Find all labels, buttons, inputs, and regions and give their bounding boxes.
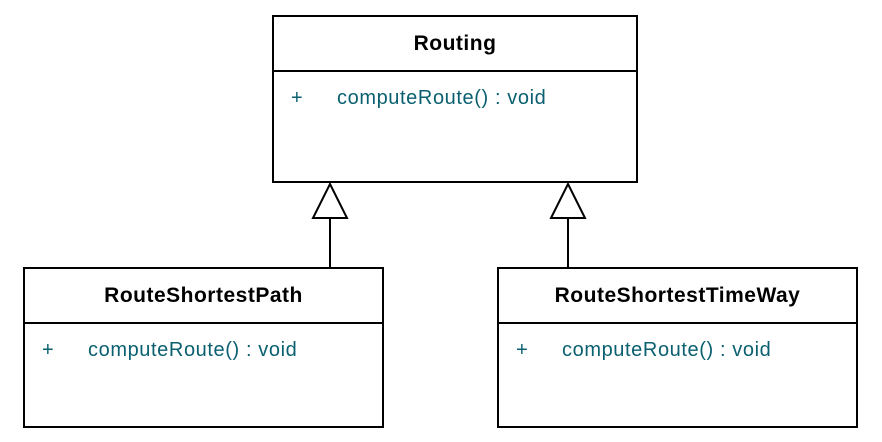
method-signature: computeRoute() : void (562, 339, 772, 361)
visibility-public-symbol: + (516, 339, 529, 361)
method-signature: computeRoute() : void (88, 339, 298, 361)
method-row: + computeRoute() : void (42, 339, 372, 362)
class-title: RouteShortestTimeWay (499, 269, 856, 324)
class-box-route-shortest-time-way: RouteShortestTimeWay + computeRoute() : … (497, 267, 858, 428)
class-box-route-shortest-path: RouteShortestPath + computeRoute() : voi… (23, 267, 384, 428)
class-title: Routing (274, 17, 636, 72)
method-compartment: + computeRoute() : void (25, 324, 382, 426)
class-box-routing: Routing + computeRoute() : void (272, 15, 638, 183)
method-row: + computeRoute() : void (291, 87, 626, 110)
class-title: RouteShortestPath (25, 269, 382, 324)
method-row: + computeRoute() : void (516, 339, 846, 362)
generalization-arrow-icon (311, 183, 349, 268)
method-signature: computeRoute() : void (337, 87, 547, 109)
method-compartment: + computeRoute() : void (499, 324, 856, 426)
visibility-public-symbol: + (291, 87, 304, 109)
method-compartment: + computeRoute() : void (274, 72, 636, 181)
visibility-public-symbol: + (42, 339, 55, 361)
generalization-arrow-icon (549, 183, 587, 268)
